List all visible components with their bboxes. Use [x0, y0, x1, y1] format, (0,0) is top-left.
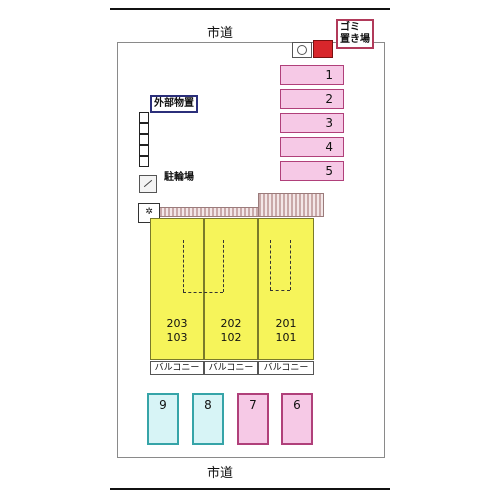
unit-number-upper: 201 — [275, 317, 297, 330]
storage-cell — [139, 156, 149, 167]
bicycle-parking-icon — [139, 175, 157, 193]
top-road-label: 市道 — [206, 26, 233, 41]
parking-slot-6: 6 — [281, 393, 313, 445]
trash-bin-icon — [313, 40, 333, 58]
unit-block: 201 101 — [258, 218, 314, 360]
storage-cell — [139, 123, 149, 134]
parking-slot-number: 9 — [159, 398, 167, 412]
corridor — [160, 207, 322, 217]
parking-slot-number: 5 — [325, 164, 333, 178]
unit-number-upper: 202 — [220, 317, 242, 330]
unit-block: 203 103 — [150, 218, 204, 360]
parking-slot-number: 1 — [325, 68, 333, 82]
trash-label-line1: ゴミ — [340, 22, 360, 33]
trash-box — [292, 42, 312, 58]
interior-partition — [223, 240, 224, 292]
parking-slot-1: 1 — [280, 65, 344, 85]
top-road-line — [110, 8, 390, 10]
bicycle-parking-label: 駐輪場 — [164, 172, 194, 183]
storage-cell — [139, 112, 149, 123]
balcony-label: バルコニー — [204, 361, 258, 375]
unit-number-lower: 102 — [220, 331, 242, 344]
parking-slot-number: 4 — [325, 140, 333, 154]
unit-number-lower: 103 — [166, 331, 188, 344]
parking-slot-4: 4 — [280, 137, 344, 157]
balcony-label: バルコニー — [150, 361, 204, 375]
parking-slot-7: 7 — [237, 393, 269, 445]
storage-cell — [139, 134, 149, 145]
parking-slot-5: 5 — [280, 161, 344, 181]
parking-slot-number: 3 — [325, 116, 333, 130]
balcony-label: バルコニー — [258, 361, 314, 375]
interior-partition — [270, 240, 271, 290]
interior-partition — [183, 292, 223, 293]
parking-slot-3: 3 — [280, 113, 344, 133]
unit-number-lower: 101 — [275, 331, 297, 344]
unit-block: 202 102 — [204, 218, 258, 360]
unit-number-upper: 203 — [166, 317, 188, 330]
parking-slot-2: 2 — [280, 89, 344, 109]
interior-partition — [290, 240, 291, 290]
interior-partition — [270, 290, 290, 291]
parking-slot-number: 7 — [249, 398, 257, 412]
trash-area-label: ゴミ 置き場 — [336, 19, 374, 49]
trash-label-line2: 置き場 — [340, 34, 370, 45]
parking-slot-9: 9 — [147, 393, 179, 445]
stair-block — [258, 193, 324, 217]
storage-cell — [139, 145, 149, 156]
parking-slot-number: 6 — [293, 398, 301, 412]
bottom-road-label: 市道 — [206, 466, 233, 481]
bottom-road-line — [110, 488, 390, 490]
parking-slot-number: 8 — [204, 398, 212, 412]
outdoor-storage-label: 外部物置 — [150, 95, 198, 113]
parking-slot-number: 2 — [325, 92, 333, 106]
interior-partition — [183, 240, 184, 292]
parking-slot-8: 8 — [192, 393, 224, 445]
